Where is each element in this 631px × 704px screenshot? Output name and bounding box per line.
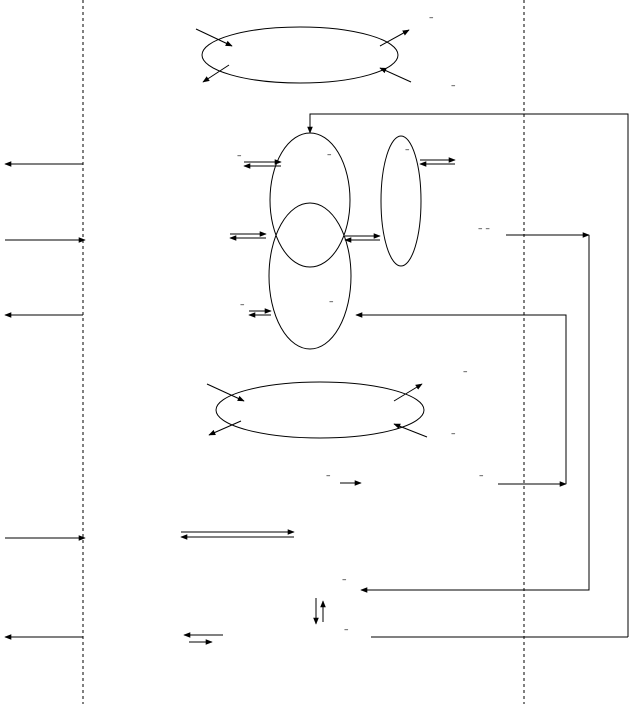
left-transports — [4, 161, 86, 640]
right-connectors — [307, 113, 629, 638]
top-cycle-arrow-in-right — [379, 67, 412, 83]
dash-mark: – — [237, 151, 242, 161]
top-cycle-ellipse — [201, 26, 399, 84]
dash-mark: – — [326, 471, 331, 481]
dash-mark: – — [329, 297, 334, 307]
dash-marks: – – – – – – – – – – – – – – — [237, 13, 490, 585]
top-cycle — [195, 26, 412, 84]
dash-mark: – — [451, 81, 456, 91]
dash-mark: – — [342, 575, 347, 585]
connector-mid-loop — [360, 235, 590, 593]
central-cycles — [229, 132, 456, 350]
top-cycle-arrow-in-left — [195, 28, 233, 47]
dash-mark: – – — [478, 224, 490, 234]
lower-reactions — [180, 480, 362, 645]
lower-cycle-arrow-out-left — [208, 420, 242, 436]
right-narrow-ellipse — [380, 135, 422, 267]
dash-mark: – — [240, 300, 245, 310]
lower-cycle-ellipse — [215, 381, 425, 439]
upper-central-ellipse — [269, 132, 351, 268]
top-cycle-arrow-out-right — [379, 29, 410, 47]
lower-cycle-arrow-in-left — [206, 383, 245, 402]
dash-mark: – — [344, 625, 349, 635]
lower-central-ellipse — [268, 202, 352, 350]
lower-cycle-arrow-in-right — [393, 423, 428, 438]
top-cycle-arrow-out-left — [202, 64, 230, 83]
dash-mark: – — [463, 367, 468, 377]
lower-cycle — [206, 381, 428, 439]
connector-lower-loop — [355, 312, 567, 484]
dash-mark: – — [429, 13, 434, 23]
dash-mark: – — [479, 471, 484, 481]
dash-mark: – — [327, 150, 332, 160]
dash-mark: – — [451, 429, 456, 439]
lower-cycle-arrow-out-right — [393, 383, 423, 402]
connector-top-loop — [307, 113, 629, 637]
dash-mark: – — [405, 145, 410, 155]
